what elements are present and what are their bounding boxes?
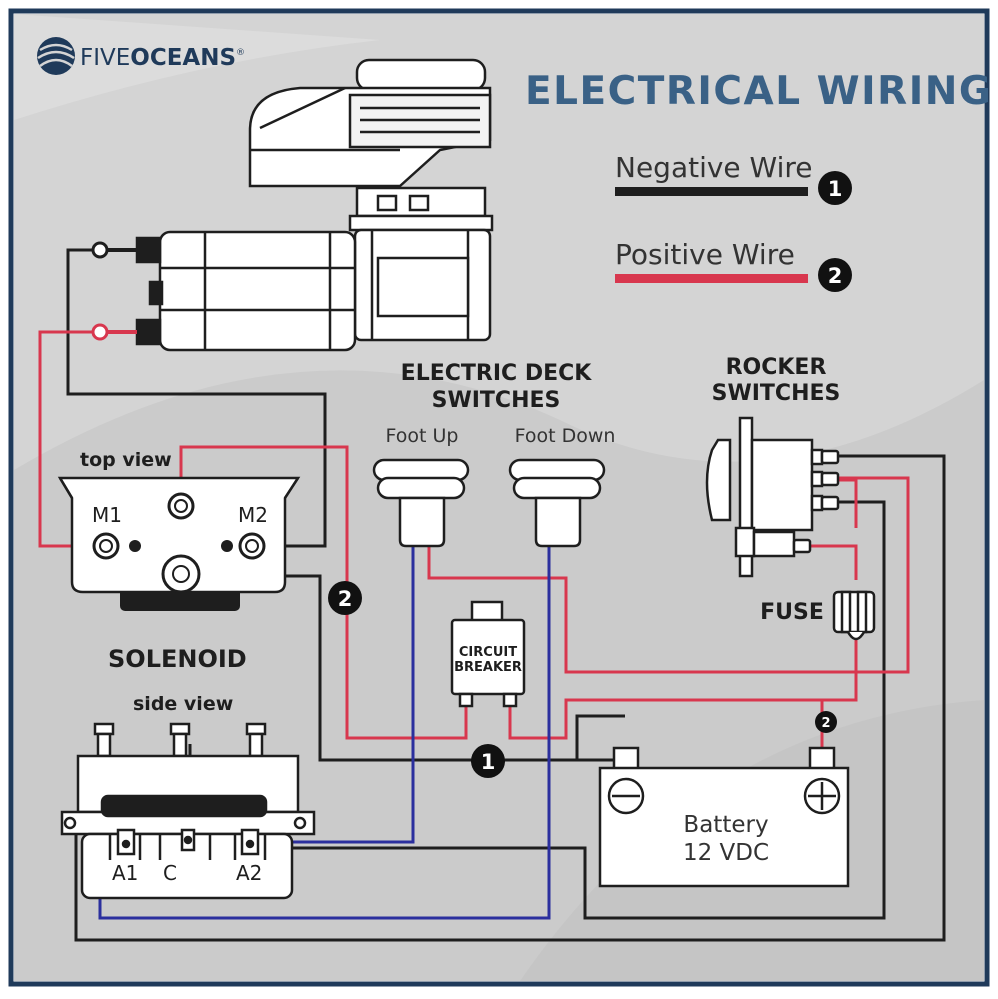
brand-logo: FIVEOCEANS® — [37, 37, 245, 75]
battery-label-line2: 12 VDC — [683, 840, 769, 866]
deck-switches-title-line1: ELECTRIC DECK — [401, 361, 593, 386]
solenoid-top-view: M1 M2 — [57, 476, 301, 611]
battery-label-line1: Battery — [683, 812, 768, 838]
rocker-switch — [705, 416, 840, 578]
terminal-m2-label: M2 — [238, 503, 268, 527]
circuit-breaker-label-line1: CIRCUIT — [459, 645, 517, 660]
solenoid-top-view-label: top view — [80, 449, 172, 471]
battery-positive-post — [808, 746, 836, 772]
legend-positive-label: Positive Wire — [615, 238, 795, 271]
outer-frame — [8, 8, 990, 987]
motor-negative-lug — [91, 241, 109, 259]
battery-negative-post — [612, 746, 640, 772]
solenoid-side-view-label: side view — [133, 693, 233, 715]
terminal-m1-label: M1 — [92, 503, 122, 527]
solenoid-side-view — [60, 722, 316, 900]
wire-marker-negative: 1 — [471, 744, 505, 778]
svg-text:1: 1 — [828, 177, 843, 201]
wire-marker-battery-positive: 2 — [815, 711, 837, 733]
svg-text:2: 2 — [828, 264, 843, 288]
rocker-switches-title-line1: ROCKER — [726, 355, 827, 380]
terminal-a1-label: A1 — [112, 861, 138, 885]
battery: Battery 12 VDC — [598, 746, 850, 888]
wire-marker-positive: 2 — [328, 581, 362, 615]
foot-up-label: Foot Up — [386, 425, 459, 447]
brand-name: FIVEOCEANS® — [80, 45, 245, 71]
terminal-a2-label: A2 — [236, 861, 262, 885]
legend: Negative Wire 1 Positive Wire 2 — [615, 151, 852, 292]
legend-negative-swatch — [615, 187, 808, 196]
foot-down-label: Foot Down — [515, 425, 616, 447]
svg-text:2: 2 — [821, 716, 830, 731]
page-title: ELECTRICAL WIRING — [525, 69, 992, 114]
terminal-c-label: C — [163, 861, 177, 885]
legend-negative-label: Negative Wire — [615, 151, 813, 184]
legend-negative-marker — [818, 171, 852, 205]
foot-down-switch — [508, 458, 606, 548]
rocker-switches-title-line2: SWITCHES — [712, 381, 841, 406]
svg-text:1: 1 — [481, 750, 496, 774]
deck-switches-title-line2: SWITCHES — [432, 388, 561, 413]
fuse-label: FUSE — [760, 600, 824, 625]
motor-positive-lug — [91, 323, 109, 341]
circuit-breaker — [450, 600, 526, 708]
fuse — [832, 590, 876, 641]
windlass-motor — [135, 58, 494, 352]
foot-up-switch — [372, 458, 470, 548]
legend-positive-swatch — [615, 274, 808, 283]
legend-positive-marker — [818, 258, 852, 292]
svg-text:2: 2 — [338, 587, 353, 611]
solenoid-label: SOLENOID — [108, 645, 247, 673]
circuit-breaker-label-line2: BREAKER — [454, 660, 522, 675]
